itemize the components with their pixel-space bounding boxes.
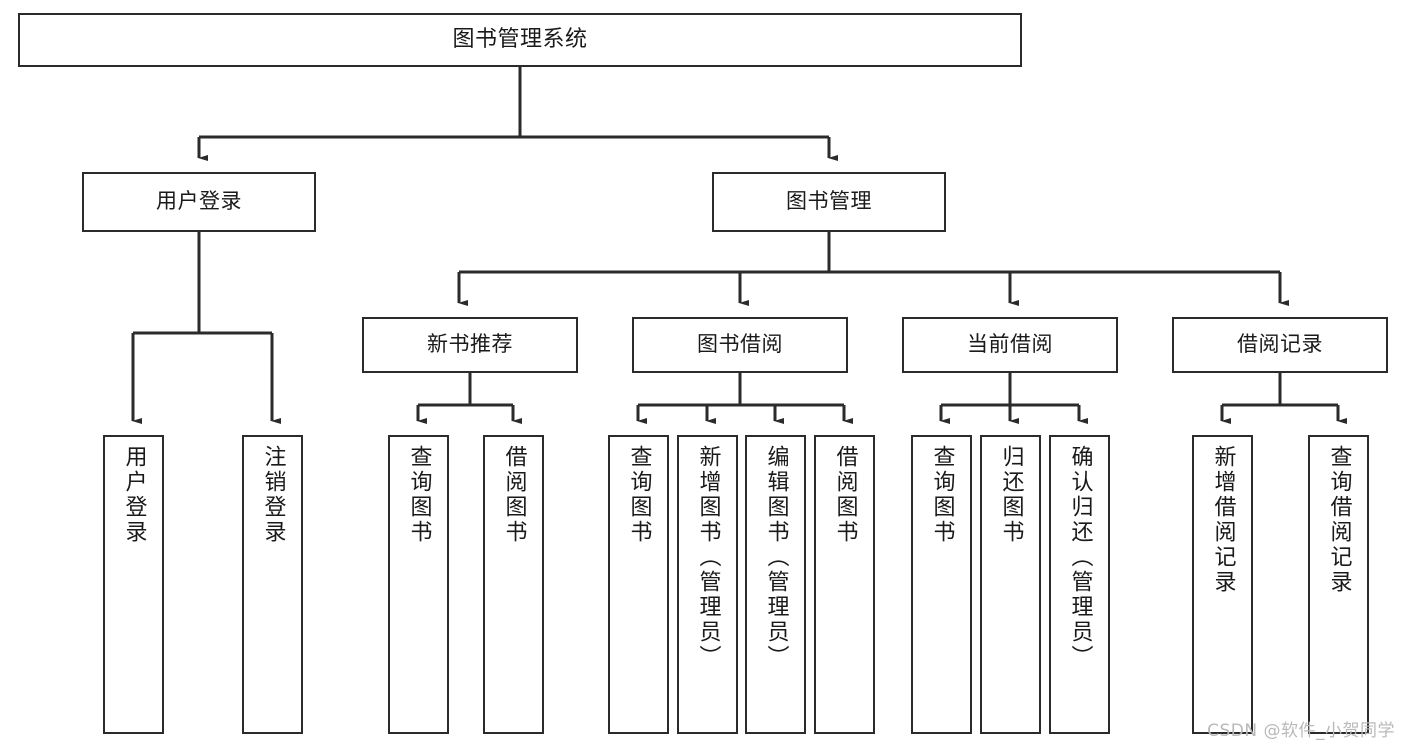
leaf-borrow-borrow-book[interactable]: 借阅图书 [814,435,875,734]
node-book-borrow[interactable]: 图书借阅 [632,317,848,373]
leaf-recommend-query-book[interactable]: 查询图书 [388,435,449,734]
leaf-borrow-query-book[interactable]: 查询图书 [608,435,669,734]
node-label: 确认归还（管理员） [1067,445,1093,670]
node-label: 注销登录 [260,445,286,545]
leaf-record-add-record[interactable]: 新增借阅记录 [1192,435,1253,734]
node-book-management[interactable]: 图书管理 [712,172,946,232]
node-label: 图书借阅 [697,332,783,357]
node-label: 图书管理 [786,189,872,214]
node-label: 查询图书 [929,445,955,545]
node-label: 新增借阅记录 [1210,445,1236,595]
node-user-login[interactable]: 用户登录 [82,172,316,232]
node-borrow-record[interactable]: 借阅记录 [1172,317,1388,373]
node-label: 图书管理系统 [452,26,588,52]
node-new-book-recommend[interactable]: 新书推荐 [362,317,578,373]
leaf-user-login[interactable]: 用户登录 [103,435,164,734]
node-root-system[interactable]: 图书管理系统 [18,13,1022,67]
node-label: 新增图书（管理员） [695,445,721,670]
leaf-logout[interactable]: 注销登录 [242,435,303,734]
node-label: 归还图书 [998,445,1024,545]
node-label: 查询图书 [406,445,432,545]
leaf-borrow-edit-book[interactable]: 编辑图书（管理员） [745,435,806,734]
node-label: 用户登录 [156,189,242,214]
leaf-record-query-record[interactable]: 查询借阅记录 [1308,435,1369,734]
node-label: 新书推荐 [427,332,513,357]
leaf-current-query-book[interactable]: 查询图书 [911,435,972,734]
node-label: 用户登录 [121,445,147,545]
node-label: 借阅图书 [501,445,527,545]
leaf-recommend-borrow-book[interactable]: 借阅图书 [483,435,544,734]
leaf-current-return-book[interactable]: 归还图书 [980,435,1041,734]
node-current-borrow[interactable]: 当前借阅 [902,317,1118,373]
node-label: 当前借阅 [967,332,1053,357]
watermark: CSDN @软件_小贺同学 [1207,721,1395,741]
node-label: 编辑图书（管理员） [763,445,789,670]
node-label: 借阅图书 [832,445,858,545]
node-label: 查询借阅记录 [1326,445,1352,595]
node-label: 查询图书 [626,445,652,545]
leaf-borrow-add-book[interactable]: 新增图书（管理员） [677,435,738,734]
node-label: 借阅记录 [1237,332,1323,357]
leaf-current-confirm-return[interactable]: 确认归还（管理员） [1049,435,1110,734]
